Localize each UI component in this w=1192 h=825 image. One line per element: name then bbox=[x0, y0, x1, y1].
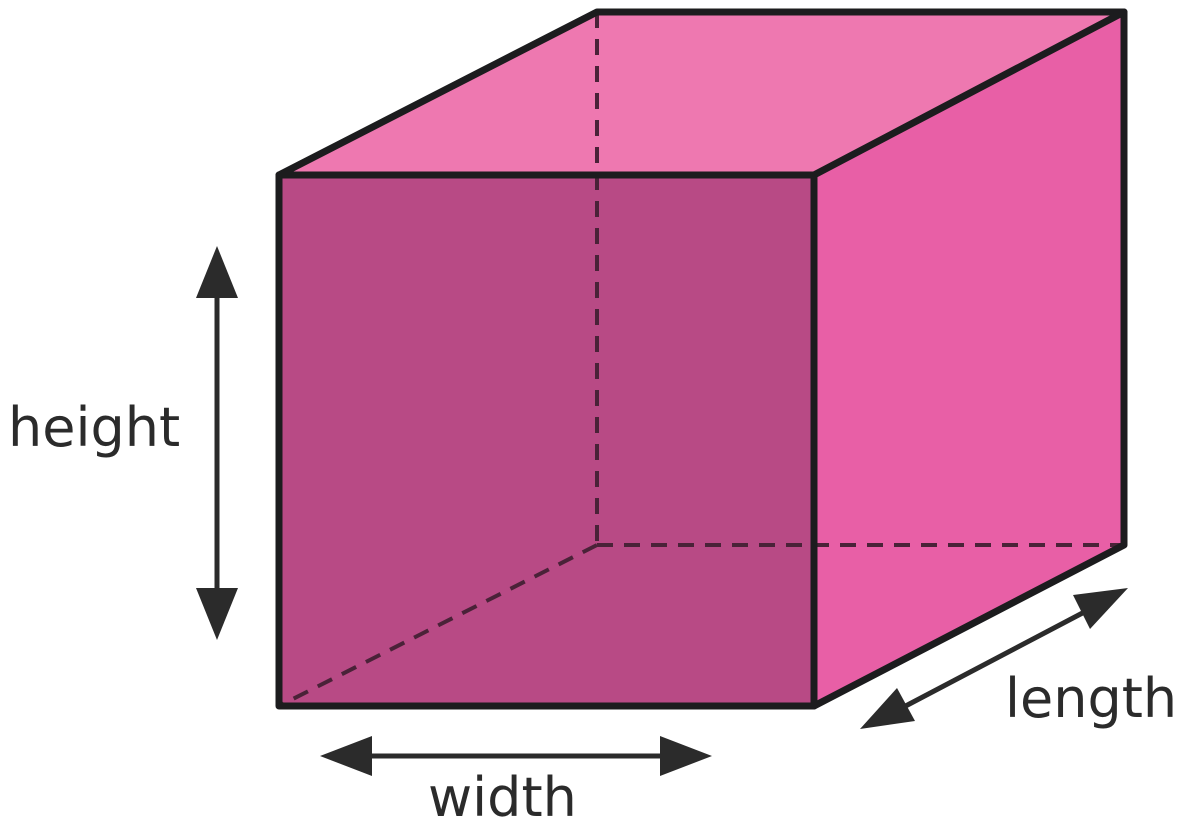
width-arrow-head-left bbox=[320, 736, 372, 776]
top-face bbox=[279, 12, 1124, 175]
height-arrow bbox=[196, 246, 238, 640]
width-arrow bbox=[320, 736, 712, 776]
right-face bbox=[814, 12, 1124, 706]
hidden-edges bbox=[278, 12, 1124, 708]
height-label: height bbox=[8, 396, 180, 459]
cuboid bbox=[275, 8, 1128, 710]
visible-edges bbox=[275, 8, 1128, 710]
hidden-edge-depth-bottom bbox=[278, 543, 598, 708]
outer-outline bbox=[275, 8, 1128, 710]
width-arrow-head-right bbox=[660, 736, 712, 776]
length-arrow-head-top-right bbox=[1073, 588, 1128, 629]
height-arrow-head-up bbox=[196, 246, 238, 298]
length-arrow-head-bottom-left bbox=[860, 688, 915, 729]
front-face bbox=[279, 175, 814, 706]
length-label: length bbox=[1005, 667, 1177, 730]
length-arrow bbox=[860, 588, 1128, 729]
width-label: width bbox=[428, 766, 577, 825]
height-arrow-head-down bbox=[196, 588, 238, 640]
